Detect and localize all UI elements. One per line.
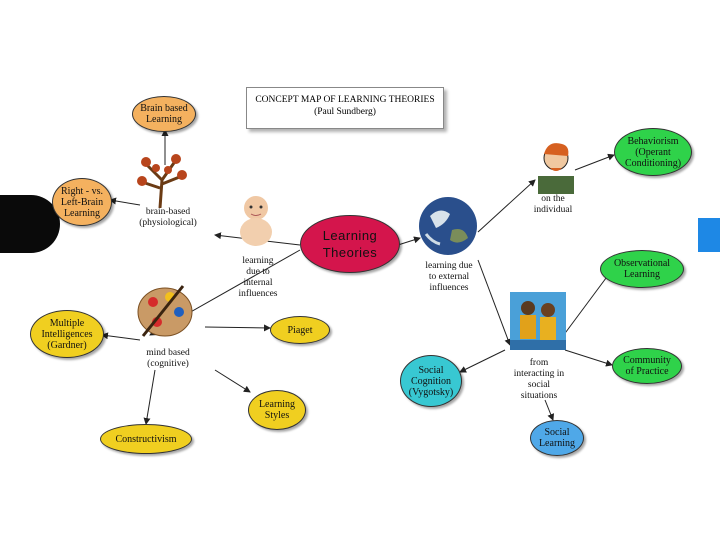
title-line-1: CONCEPT MAP OF LEARNING THEORIES <box>255 95 435 105</box>
internal-influences-label: learning due to internal influences <box>238 256 278 299</box>
concept-map-title: CONCEPT MAP OF LEARNING THEORIES (Paul S… <box>246 87 444 129</box>
social-situations-label: from interacting in social situations <box>513 358 565 401</box>
arrow-social-situations <box>477 259 512 346</box>
earth-photo <box>419 197 477 255</box>
arrow-center-external <box>397 236 421 246</box>
community-of-practice-node: Community of Practice <box>612 348 682 384</box>
background-band <box>0 190 720 260</box>
behaviorism-node: Behaviorism (Operant Conditioning) <box>614 128 692 176</box>
arrow-constructivism <box>143 369 156 425</box>
arrow-piaget <box>204 324 271 332</box>
band-blue-shape <box>698 218 720 252</box>
palette-icon <box>137 285 193 337</box>
observational-learning-node: Observational Learning <box>600 250 684 288</box>
learning-theories-center-node: Learning Theories <box>300 215 400 273</box>
arrow-community <box>564 349 613 367</box>
mind-based-label: mind based (cognitive) <box>146 348 190 369</box>
tree-icon <box>137 154 187 208</box>
piaget-node: Piaget <box>270 316 330 344</box>
learning-styles-node: Learning Styles <box>248 390 306 430</box>
social-learning-node: Social Learning <box>530 420 584 456</box>
arrow-multiple <box>101 332 141 341</box>
people-photo <box>510 292 566 350</box>
arrow-observational <box>559 269 613 341</box>
band-dark-shape <box>0 195 60 253</box>
constructivism-node: Constructivism <box>100 424 192 454</box>
right-left-brain-node: Right - vs. Left-Brain Learning <box>52 178 112 226</box>
external-influences-label: learning due to external influences <box>425 261 473 293</box>
arrow-individual <box>477 179 536 233</box>
arrow-rightleft <box>109 197 141 206</box>
multiple-intelligences-node: Multiple Intelligences (Gardner) <box>30 310 104 358</box>
arrow-social-learning <box>544 399 555 421</box>
brain-based-learning-node: Brain based Learning <box>132 96 196 132</box>
arrow-social-cognition <box>459 349 506 373</box>
man-illustration <box>538 143 574 194</box>
baby-photo <box>240 196 272 246</box>
arrow-learning-styles <box>214 369 251 393</box>
social-cognition-node: Social Cognition (Vygotsky) <box>400 355 462 407</box>
on-the-individual-label: on the individual <box>533 194 573 215</box>
arrow-behaviorism <box>574 153 615 171</box>
title-line-2: (Paul Sundberg) <box>314 107 376 117</box>
brain-based-physiological-label: brain-based (physiological) <box>139 207 197 228</box>
